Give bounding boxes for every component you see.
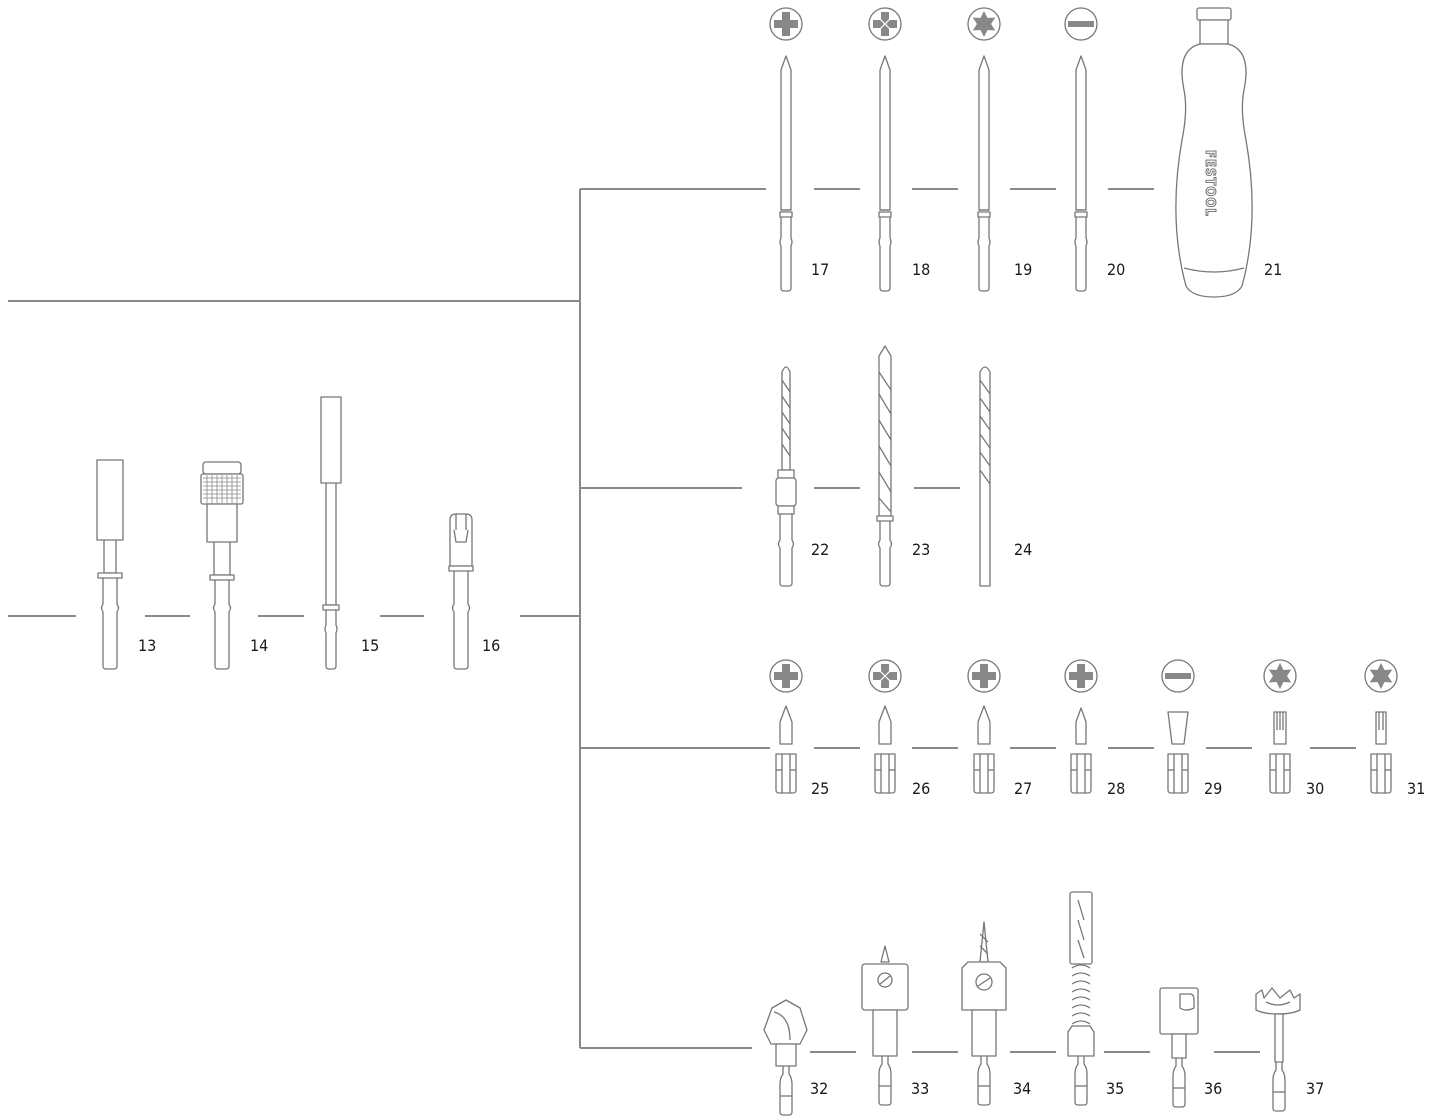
torx-head-icon — [1263, 659, 1297, 693]
item-number: 16 — [482, 636, 500, 655]
item-number: 18 — [912, 260, 930, 279]
brand-logo: FESTOOL — [1202, 150, 1217, 217]
item-number: 26 — [912, 779, 930, 798]
item-number: 15 — [361, 636, 379, 655]
item-number: 29 — [1204, 779, 1222, 798]
item-number: 28 — [1107, 779, 1125, 798]
item-21-screwdriver-handle: FESTOOL — [1175, 7, 1253, 298]
item-32-countersink — [763, 999, 808, 1116]
item-numbers: 13 14 15 16 17 18 19 20 21 22 23 24 25 2… — [138, 260, 1425, 1098]
item-13-bit-holder — [96, 459, 124, 670]
item-number: 32 — [810, 1079, 828, 1098]
item-27-short-bit — [967, 659, 1001, 794]
item-22-drill-bit — [775, 366, 797, 587]
item-number: 25 — [811, 779, 829, 798]
item-20-long-bit — [1064, 7, 1098, 292]
item-number: 24 — [1014, 540, 1032, 559]
item-number: 27 — [1014, 779, 1032, 798]
item-number: 14 — [250, 636, 268, 655]
item-23-wood-drill-bit — [876, 345, 894, 587]
item-37-forstner-bit — [1255, 987, 1301, 1112]
item-28-short-bit — [1064, 659, 1098, 794]
item-number: 23 — [912, 540, 930, 559]
item-number: 34 — [1013, 1079, 1031, 1098]
item-31-short-bit — [1364, 659, 1398, 794]
item-number: 33 — [911, 1079, 929, 1098]
phillips-head-icon — [967, 659, 1001, 693]
slotted-head-icon — [1161, 659, 1195, 693]
item-number: 31 — [1407, 779, 1425, 798]
item-30-short-bit — [1263, 659, 1297, 794]
item-number: 22 — [811, 540, 829, 559]
item-number: 20 — [1107, 260, 1125, 279]
item-17-long-bit — [769, 7, 803, 292]
item-number: 30 — [1306, 779, 1324, 798]
torx-head-icon — [967, 7, 1001, 41]
item-number: 36 — [1204, 1079, 1222, 1098]
item-35-drill-with-spring — [1067, 891, 1095, 1106]
phillips-head-icon — [769, 659, 803, 693]
torx-head-icon — [1364, 659, 1398, 693]
item-26-short-bit — [868, 659, 902, 794]
item-19-long-bit — [967, 7, 1001, 292]
pozidriv-head-icon — [868, 7, 902, 41]
item-36-socket — [1159, 987, 1199, 1108]
item-number: 19 — [1014, 260, 1032, 279]
item-number: 35 — [1106, 1079, 1124, 1098]
item-number: 37 — [1306, 1079, 1324, 1098]
item-14-quick-release-holder — [200, 461, 244, 670]
item-33-countersink-stop — [861, 945, 909, 1106]
phillips-head-icon — [1064, 659, 1098, 693]
item-18-long-bit — [868, 7, 902, 292]
connector-lines — [8, 188, 1356, 1053]
item-number: 17 — [811, 260, 829, 279]
item-24-drill-bit — [979, 366, 991, 587]
item-number: 21 — [1264, 260, 1282, 279]
phillips-head-icon — [769, 7, 803, 41]
item-number: 13 — [138, 636, 156, 655]
item-16-adapter — [448, 513, 474, 670]
pozidriv-head-icon — [868, 659, 902, 693]
item-29-short-bit — [1161, 659, 1195, 794]
item-34-countersink-stop — [961, 921, 1007, 1106]
item-25-short-bit — [769, 659, 803, 794]
slotted-head-icon — [1064, 7, 1098, 41]
item-15-extension — [320, 396, 342, 670]
